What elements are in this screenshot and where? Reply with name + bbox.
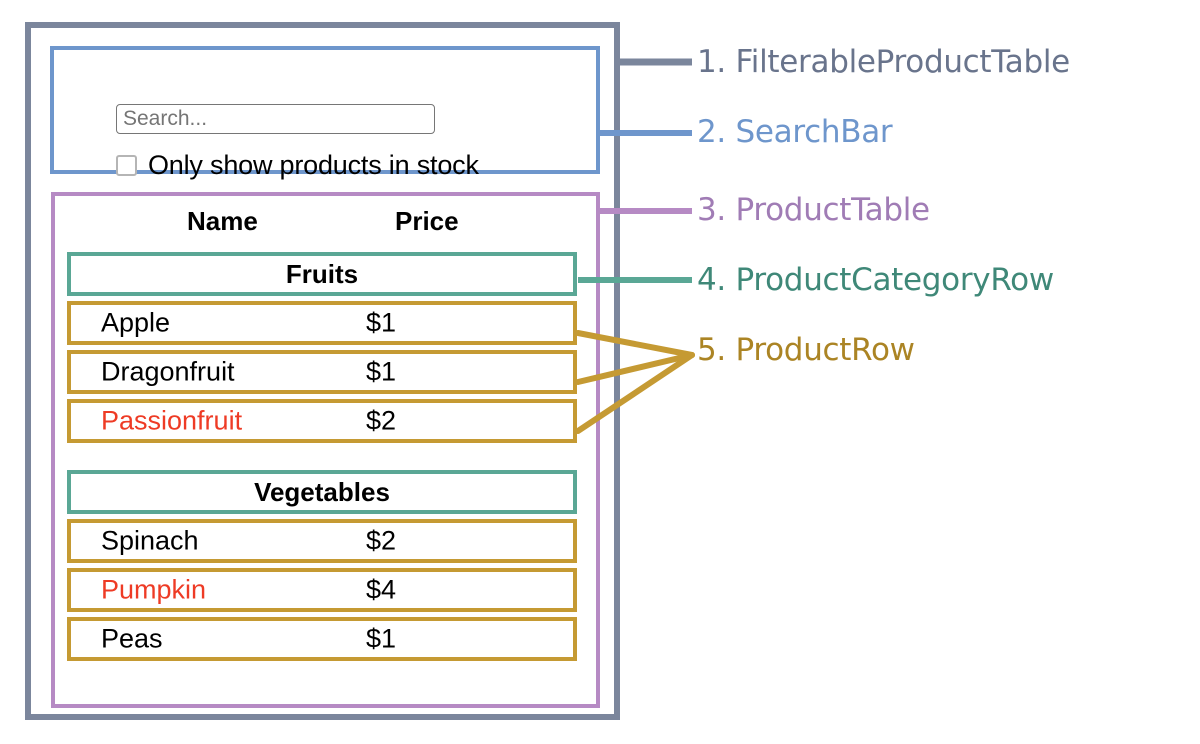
column-header-name: Name — [187, 206, 258, 236]
filterable-product-table: Only show products in stock Name Price F… — [25, 22, 620, 720]
product-name: Passionfruit — [101, 405, 243, 436]
callout-label-product-table: 3. ProductTable — [697, 192, 930, 228]
search-input[interactable] — [116, 104, 435, 134]
only-in-stock-row[interactable]: Only show products in stock — [116, 150, 479, 181]
product-price: $2 — [366, 405, 397, 436]
product-row: Apple $1 — [67, 301, 577, 345]
product-name: Peas — [101, 623, 163, 654]
product-price: $1 — [366, 623, 397, 654]
product-price: $1 — [366, 356, 397, 387]
product-price: $4 — [366, 574, 397, 605]
product-row: Spinach $2 — [67, 519, 577, 563]
product-table-body: Fruits Apple $1 Dragonfruit $1 Passionfr… — [67, 252, 577, 666]
category-spacer — [67, 448, 577, 470]
callout-label-product-category-row: 4. ProductCategoryRow — [697, 262, 1054, 298]
callout-label-product-row: 5. ProductRow — [697, 332, 915, 368]
product-name: Pumpkin — [101, 574, 207, 605]
product-price: $2 — [366, 525, 397, 556]
product-category-label: Fruits — [285, 258, 359, 289]
only-in-stock-checkbox[interactable] — [116, 155, 137, 176]
product-category-row: Fruits — [67, 252, 577, 296]
product-row: Peas $1 — [67, 617, 577, 661]
product-name: Apple — [101, 307, 171, 338]
column-header-price: Price — [395, 206, 459, 236]
product-table-header: Name Price — [55, 206, 596, 246]
product-row: Pumpkin $4 — [67, 568, 577, 612]
search-bar: Only show products in stock — [50, 46, 600, 180]
only-in-stock-label: Only show products in stock — [148, 150, 479, 180]
product-row: Dragonfruit $1 — [67, 350, 577, 394]
product-name: Dragonfruit — [101, 356, 235, 387]
product-category-label: Vegetables — [254, 476, 390, 507]
callout-label-search-bar: 2. SearchBar — [697, 114, 893, 150]
product-category-row: Vegetables — [67, 470, 577, 514]
product-table: Name Price Fruits Apple $1 Dragonfruit $… — [51, 192, 600, 708]
callout-label-filterable-product-table: 1. FilterableProductTable — [697, 44, 1070, 80]
product-price: $1 — [366, 307, 397, 338]
product-name: Spinach — [101, 525, 199, 556]
product-row: Passionfruit $2 — [67, 399, 577, 443]
